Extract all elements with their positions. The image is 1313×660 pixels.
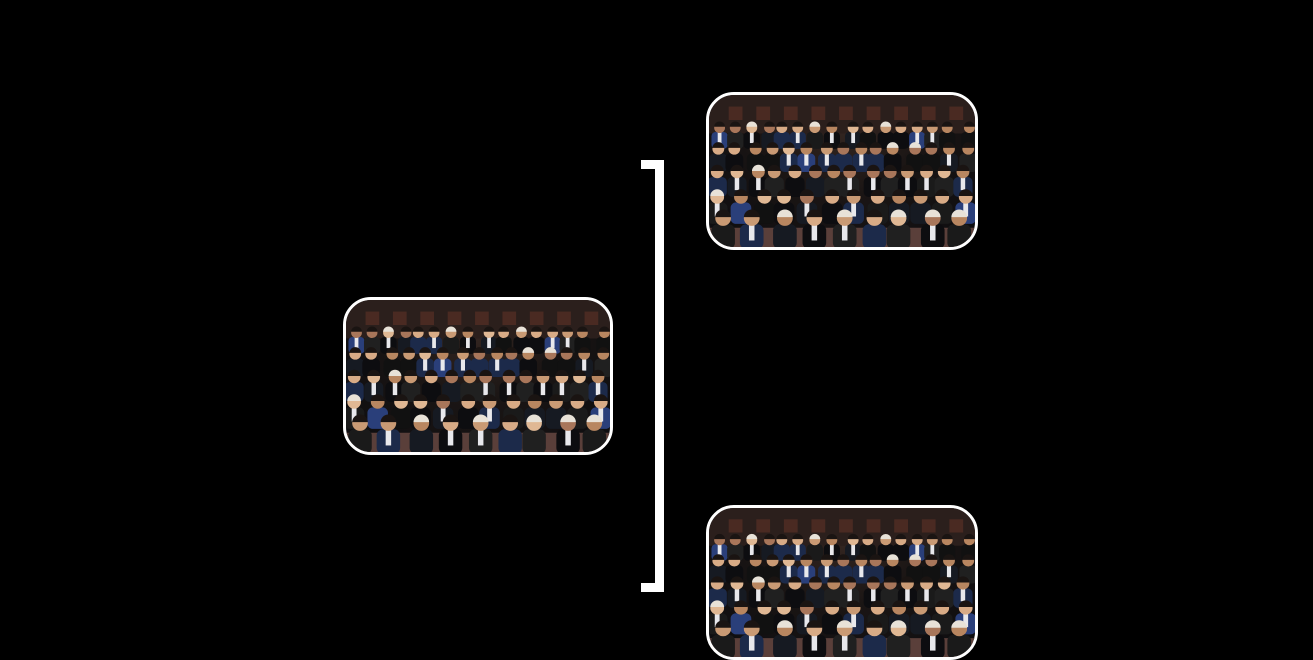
connector-tick-top [641,160,664,169]
connector-tick-bottom [641,583,664,592]
group-photo-image [709,95,975,247]
top-branch-photo [706,92,978,250]
group-photo-image [709,508,975,657]
group-photo-image [346,300,610,452]
bottom-branch-photo [706,505,978,660]
root-photo [343,297,613,455]
connector-tick-middle [655,372,664,381]
